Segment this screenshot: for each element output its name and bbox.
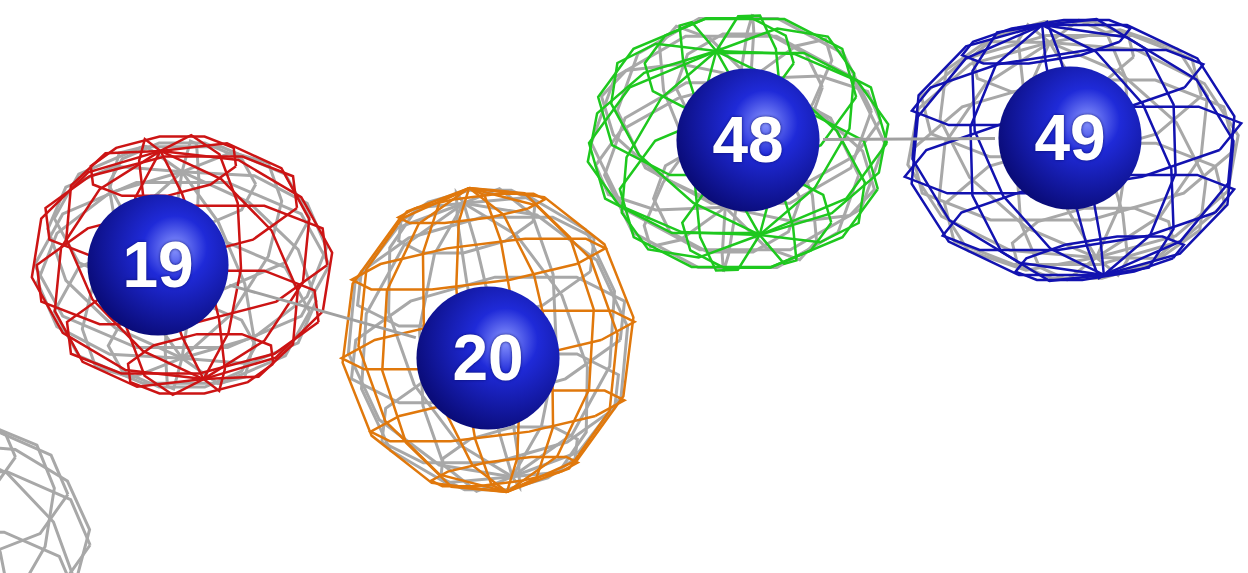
atom-sphere: 49 [997, 65, 1143, 211]
mesh-cage [32, 135, 332, 395]
mesh-cage [0, 419, 90, 573]
sphere-body [998, 66, 1141, 209]
grey-mesh-line [0, 444, 73, 573]
mesh-cage [588, 14, 888, 271]
sphere-body [416, 286, 559, 429]
colored-mesh-line [66, 151, 203, 379]
atom-number: 48 [712, 108, 783, 172]
bond-line [229, 285, 416, 338]
atom-number: 20 [452, 326, 523, 390]
mesh-cage [905, 19, 1242, 281]
sphere-body [676, 68, 819, 211]
atom-number: 19 [122, 233, 193, 297]
colored-mesh-line [398, 194, 545, 223]
grey-mesh-line [0, 429, 54, 573]
atom-number: 49 [1034, 106, 1105, 170]
atom-sphere: 20 [415, 285, 561, 431]
sphere-body [87, 194, 228, 335]
grey-mesh-line [0, 444, 12, 573]
colored-mesh-line [431, 457, 578, 486]
colored-mesh-line [55, 151, 204, 387]
atom-sphere: 48 [675, 67, 821, 213]
atom-sphere: 19 [86, 193, 230, 337]
colored-mesh-line [352, 239, 606, 290]
colored-mesh-line [123, 151, 204, 395]
mesh-cage [341, 188, 634, 492]
bond-line [823, 138, 995, 139]
grey-mesh-line [0, 472, 90, 573]
